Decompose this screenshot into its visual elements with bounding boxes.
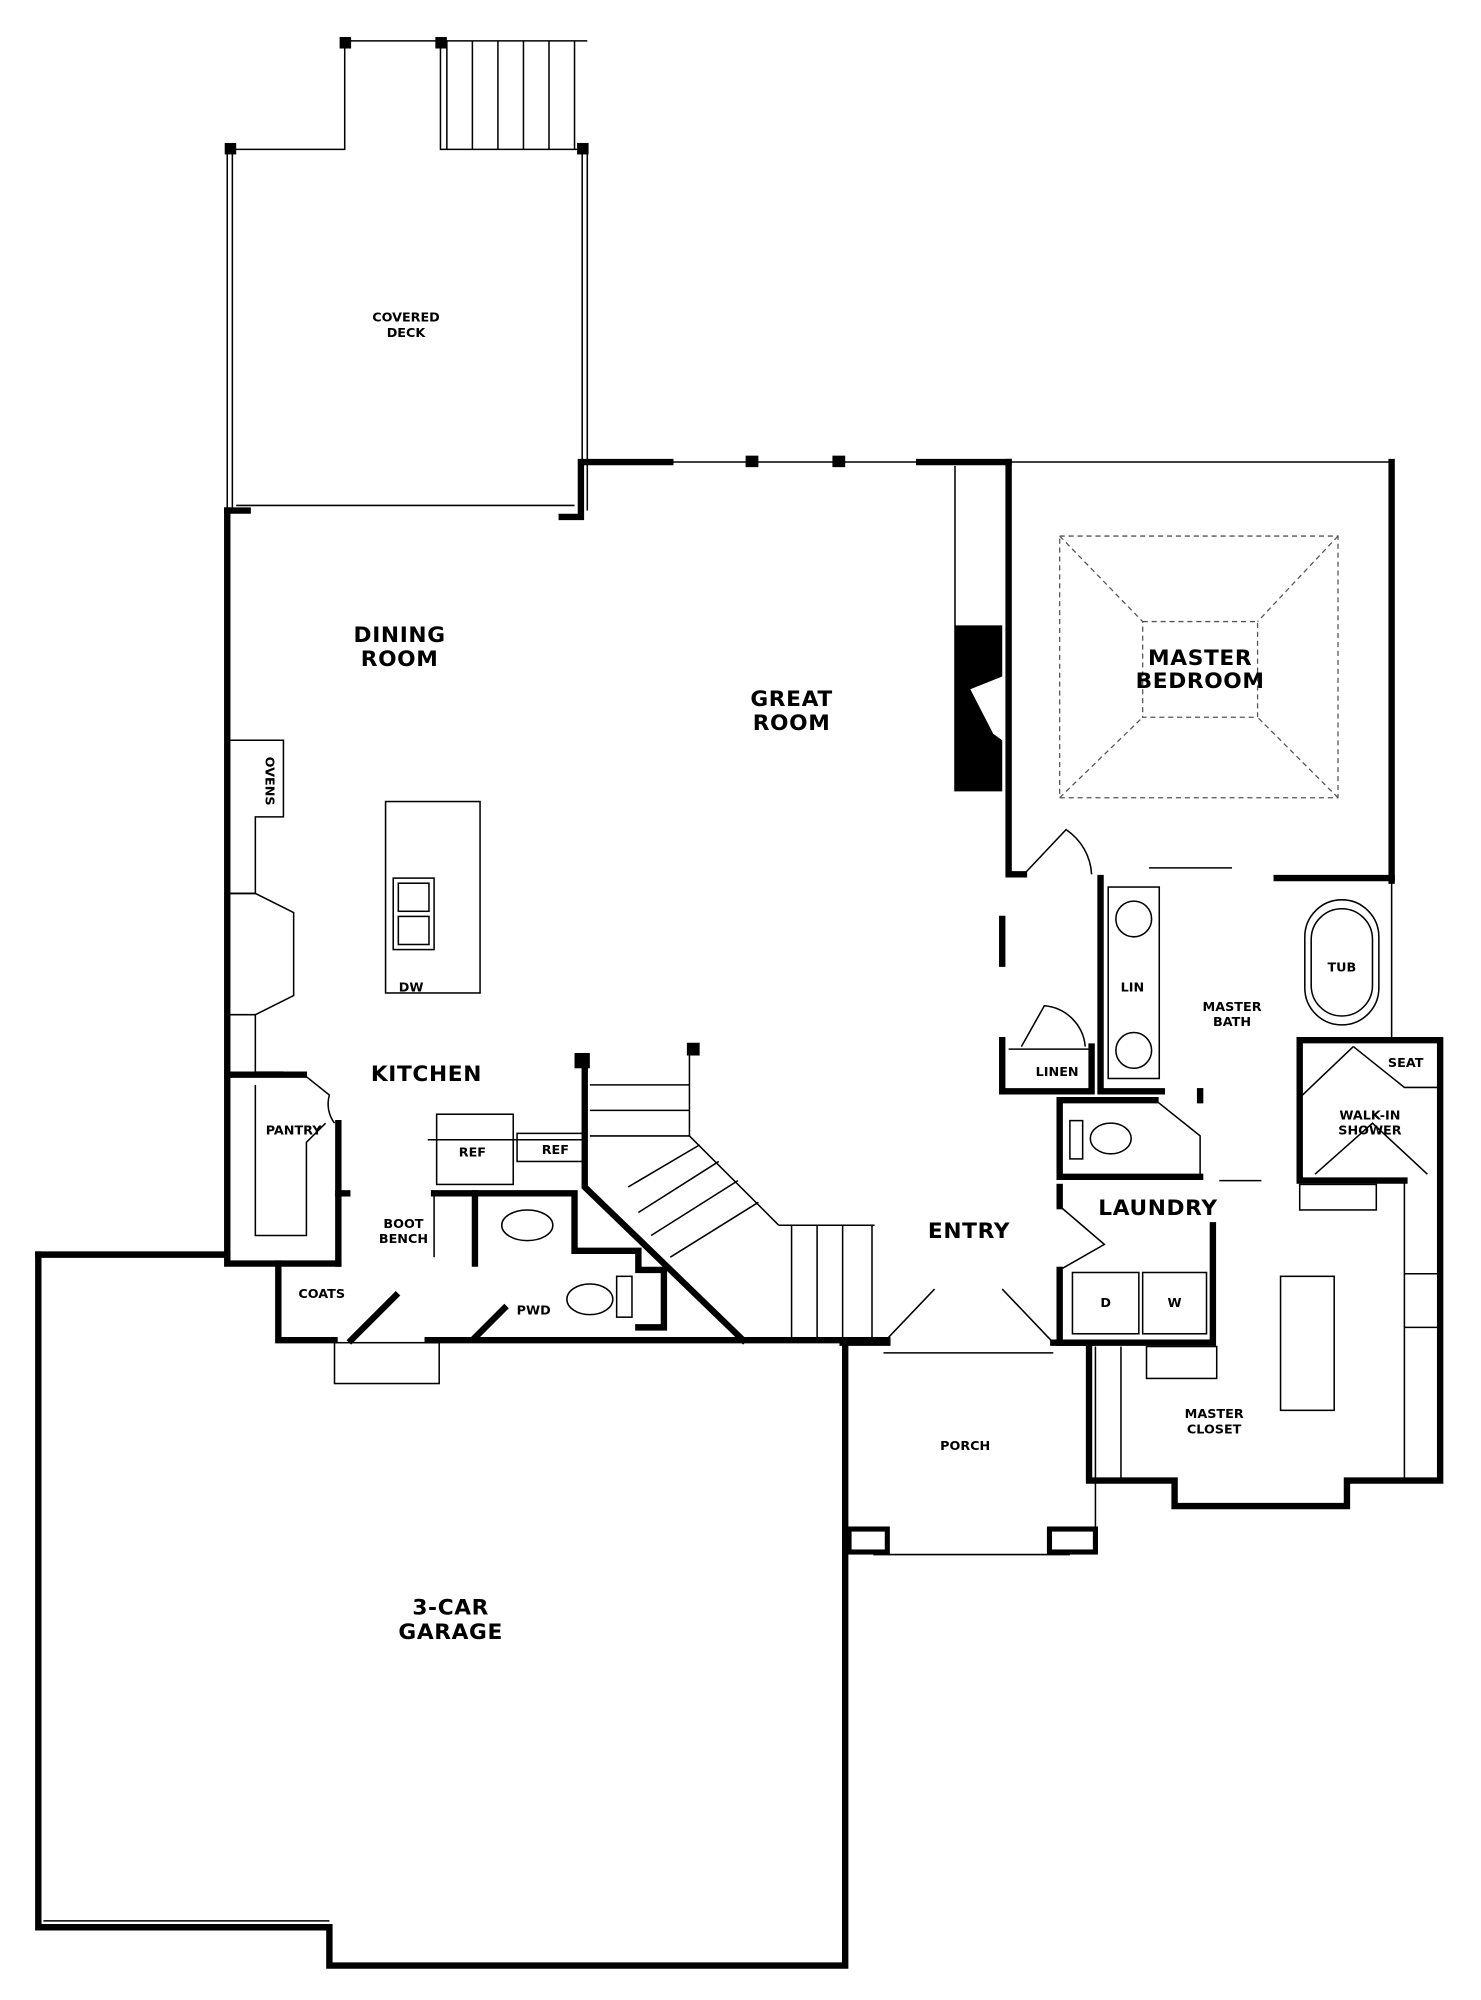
label-dw: DW (399, 981, 424, 996)
label-lin: LIN (1121, 981, 1145, 996)
label-laundry: LAUNDRY (1098, 1196, 1217, 1221)
deck-stairs (446, 40, 576, 150)
label-boot-bench-1: BOOT (383, 1217, 423, 1232)
label-covered-deck-2: DECK (387, 326, 427, 341)
label-seat: SEAT (1388, 1056, 1424, 1071)
label-garage-1: 3-CAR (412, 1596, 489, 1621)
label-covered-deck-1: COVERED (372, 311, 440, 326)
label-boot-bench-2: BENCH (379, 1232, 428, 1247)
label-great-room-2: ROOM (753, 711, 831, 736)
house-walls (35, 455, 1444, 1969)
label-master-bath-1: MASTER (1203, 1000, 1262, 1015)
label-master-closet-1: MASTER (1185, 1407, 1244, 1422)
label-great-room-1: GREAT (750, 687, 832, 712)
label-pantry: PANTRY (266, 1124, 323, 1139)
covered-deck-outline (224, 37, 589, 511)
label-master-closet-2: CLOSET (1187, 1422, 1242, 1437)
label-walk-in-shower-1: WALK-IN (1339, 1108, 1400, 1123)
label-ovens: OVENS (262, 757, 277, 806)
label-dryer: D (1100, 1296, 1111, 1311)
label-washer: W (1168, 1296, 1182, 1311)
label-linen: LINEN (1036, 1065, 1079, 1080)
label-dining-1: DINING (354, 623, 446, 648)
label-master-bath-2: BATH (1213, 1015, 1251, 1030)
label-ref-2: REF (542, 1143, 569, 1158)
label-dining-2: ROOM (361, 647, 439, 672)
label-tub: TUB (1327, 960, 1356, 975)
room-labels: COVERED DECK DINING ROOM GREAT ROOM MAST… (262, 311, 1424, 1645)
label-entry: ENTRY (928, 1219, 1010, 1244)
label-master-bedroom-2: BEDROOM (1136, 669, 1265, 694)
label-master-bedroom-1: MASTER (1148, 646, 1252, 671)
label-ref-1: REF (459, 1145, 486, 1160)
label-pwd: PWD (517, 1304, 551, 1319)
label-kitchen: KITCHEN (371, 1062, 482, 1087)
label-porch: PORCH (940, 1439, 990, 1454)
label-coats: COATS (298, 1287, 345, 1302)
label-walk-in-shower-2: SHOWER (1338, 1124, 1401, 1139)
label-garage-2: GARAGE (398, 1620, 503, 1645)
